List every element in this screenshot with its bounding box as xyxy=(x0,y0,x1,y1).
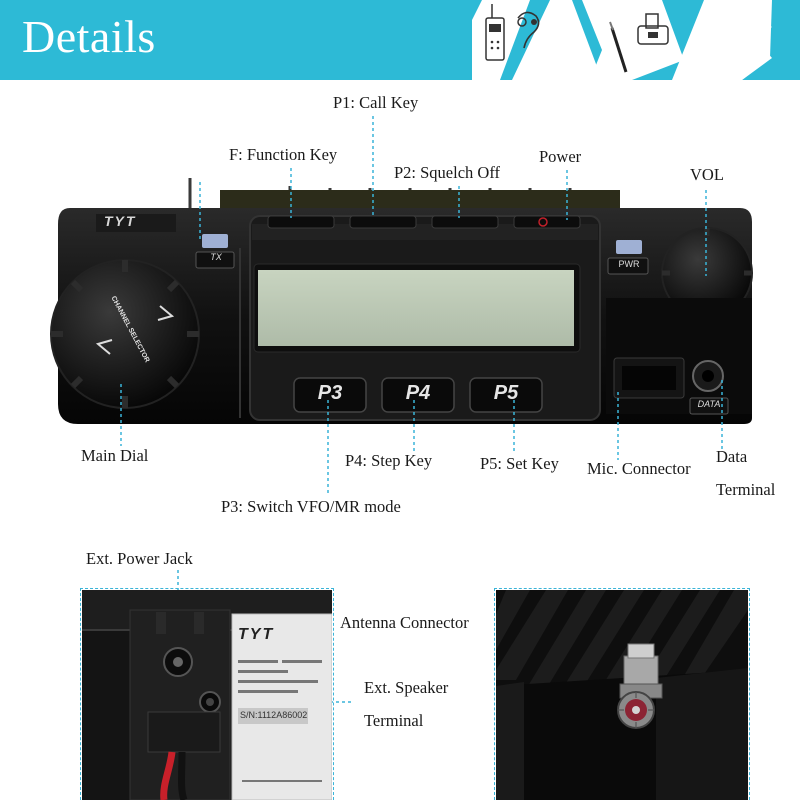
rear-power-photo: TYT S/N:1112A86002 xyxy=(82,590,333,800)
play-arrow-icon xyxy=(744,10,772,44)
radio-brand-logo: TYT xyxy=(104,213,137,229)
antenna-icon xyxy=(609,21,628,73)
header-banner: Details xyxy=(0,0,800,80)
page-title: Details xyxy=(22,11,156,62)
key-p5 xyxy=(469,377,543,413)
callout-p4-step-key: P4: Step Key xyxy=(345,451,433,470)
callout-data-terminal-line1: Data xyxy=(716,447,748,466)
callout-mic-connector: Mic. Connector xyxy=(587,459,691,478)
callout-p3-switch-mode: P3: Switch VFO/MR mode xyxy=(221,497,401,516)
callout-p1-call-key: P1: Call Key xyxy=(333,93,419,112)
ext-power-jack xyxy=(163,647,193,677)
callout-antenna-connector: Antenna Connector xyxy=(338,613,471,633)
charger-icon xyxy=(637,13,669,45)
key-p3-label: P3 xyxy=(317,382,343,404)
rear-photo-frame xyxy=(80,588,334,800)
ext-speaker-jack xyxy=(199,691,221,713)
key-p4 xyxy=(381,377,455,413)
antenna-photo-frame xyxy=(494,588,750,800)
antenna-photo xyxy=(496,590,748,800)
mic-connector xyxy=(613,357,685,399)
key-p5-label: P5 xyxy=(493,382,519,404)
callout-ext-speaker-line1: Ext. Speaker xyxy=(362,678,451,698)
key-p4-label: P4 xyxy=(405,382,431,404)
accessory-icon-strip xyxy=(472,0,800,80)
lcd-screen xyxy=(258,270,574,346)
callout-p2-squelch-off: P2: Squelch Off xyxy=(394,163,501,182)
callout-f-function-key: F: Function Key xyxy=(229,145,338,164)
data-jack-label: DATA xyxy=(697,399,721,409)
main-dial xyxy=(50,259,200,409)
front-panel-photo: TYT TX PWR DATA P3 P4 P5 CHANNEL SELECTO… xyxy=(40,178,770,438)
title-band: Details xyxy=(0,0,472,80)
rear-label-brand: TYT xyxy=(238,626,275,643)
rear-label-serial: S/N:1112A86002 xyxy=(240,710,308,720)
callout-power: Power xyxy=(539,147,582,166)
callout-ext-power-jack: Ext. Power Jack xyxy=(86,549,193,568)
tx-indicator-label: TX xyxy=(210,252,222,262)
callout-data-terminal-line2: Terminal xyxy=(716,480,776,499)
antenna-connector xyxy=(617,643,663,729)
radio-icon xyxy=(485,4,505,61)
data-jack xyxy=(689,360,729,415)
callout-main-dial: Main Dial xyxy=(81,446,149,465)
callout-vol: VOL xyxy=(690,165,724,184)
key-p3 xyxy=(293,377,367,413)
pwr-indicator-label: PWR xyxy=(618,259,640,269)
callout-p5-set-key: P5: Set Key xyxy=(480,454,559,473)
earpiece-icon xyxy=(517,11,540,49)
callout-ext-speaker-line2: Terminal xyxy=(362,711,426,731)
